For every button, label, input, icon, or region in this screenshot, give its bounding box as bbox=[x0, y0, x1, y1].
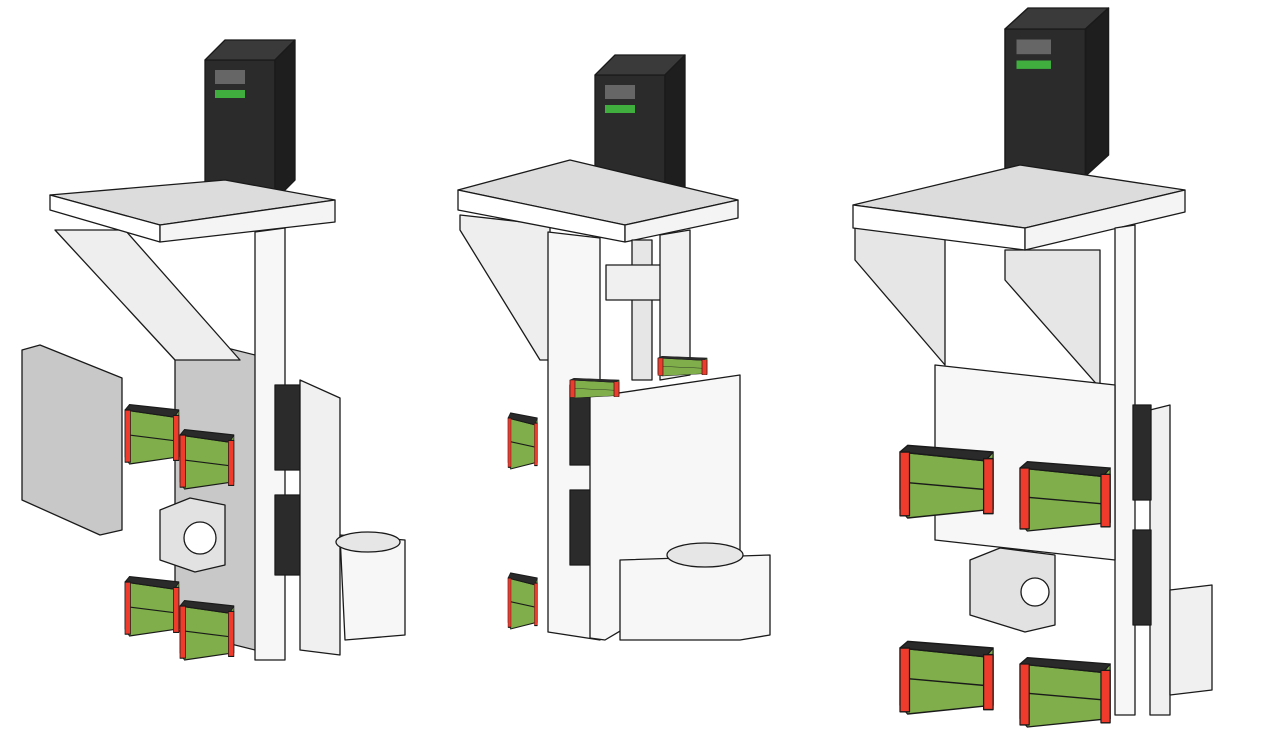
assembly-center bbox=[457, 54, 771, 641]
gusset bbox=[854, 227, 946, 366]
gusset bbox=[54, 229, 241, 361]
rail-block bbox=[507, 572, 538, 630]
rail-carriage bbox=[274, 494, 301, 576]
rail-block bbox=[124, 576, 180, 637]
rail-block bbox=[179, 429, 235, 490]
spindle-holder bbox=[619, 554, 771, 641]
rail-carriage bbox=[1132, 404, 1152, 501]
coupler bbox=[605, 264, 667, 301]
rail-block bbox=[1019, 657, 1111, 728]
rail-block bbox=[899, 640, 994, 715]
detached-plate bbox=[21, 344, 123, 536]
bearing-block bbox=[969, 547, 1056, 633]
assembly-left bbox=[21, 39, 406, 661]
rail-block bbox=[179, 600, 235, 661]
gusset bbox=[1004, 249, 1101, 389]
assembly-right bbox=[852, 7, 1213, 728]
rail-block bbox=[569, 377, 620, 399]
rail-block bbox=[124, 404, 180, 465]
rail-block bbox=[1019, 461, 1111, 532]
rail-block bbox=[657, 355, 708, 377]
rail-carriage bbox=[569, 489, 593, 566]
rail-carriage bbox=[1132, 529, 1152, 626]
gusset bbox=[459, 214, 551, 361]
rail-block bbox=[507, 412, 538, 470]
rail-block bbox=[899, 444, 994, 519]
column bbox=[1114, 224, 1136, 716]
rail-carriage bbox=[274, 384, 301, 471]
lead-screw bbox=[631, 239, 653, 381]
